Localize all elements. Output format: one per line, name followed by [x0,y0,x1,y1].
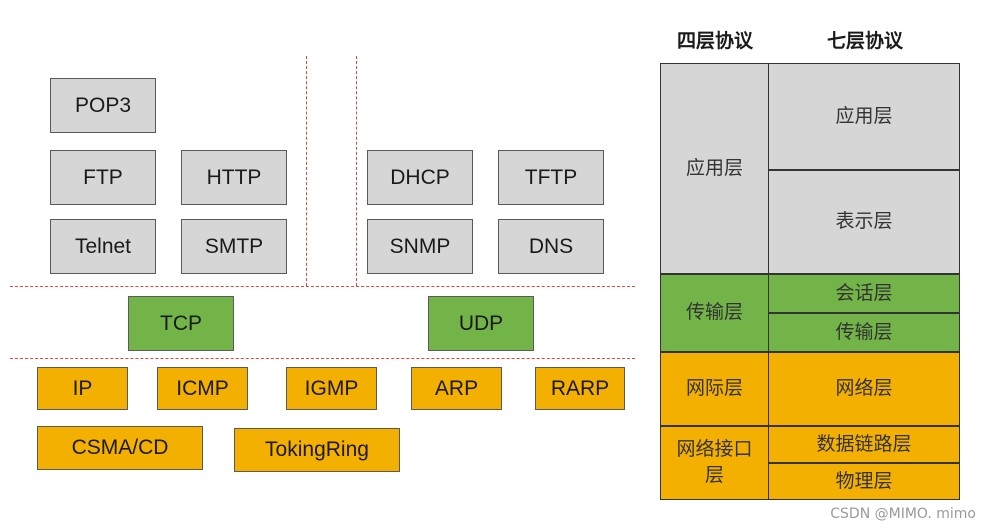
seven-layer-presentation: 表示层 [768,170,960,274]
divider-horizontal-bottom [10,358,635,359]
protocol-tokingring: TokingRing [234,428,400,472]
divider-vertical-right [356,56,357,286]
seven-layer-physical: 物理层 [768,463,960,500]
protocol-http: HTTP [181,150,287,205]
protocol-ftp: FTP [50,150,156,205]
header-four-layer: 四层协议 [676,30,753,52]
protocol-tftp: TFTP [498,150,604,205]
four-layer-network-interface: 网络接口层 [660,426,769,500]
four-layer-internet: 网际层 [660,352,769,426]
protocol-tcp: TCP [128,296,234,351]
protocol-arp: ARP [411,367,502,410]
protocol-rarp: RARP [535,367,625,410]
divider-vertical-left [306,56,307,286]
watermark: CSDN @MIMO. mimo [830,506,976,522]
seven-layer-network: 网络层 [768,352,960,426]
protocol-ip: IP [37,367,128,410]
protocol-smtp: SMTP [181,219,287,274]
protocol-icmp: ICMP [157,367,248,410]
divider-horizontal-top [10,286,635,287]
protocol-csma-cd: CSMA/CD [37,426,203,470]
protocol-dns: DNS [498,219,604,274]
protocol-snmp: SNMP [367,219,473,274]
four-layer-transport: 传输层 [660,274,769,352]
seven-layer-transport: 传输层 [768,313,960,352]
protocol-udp: UDP [428,296,534,351]
protocol-dhcp: DHCP [367,150,473,205]
protocol-telnet: Telnet [50,219,156,274]
four-layer-application: 应用层 [660,63,769,274]
protocol-pop3: POP3 [50,78,156,133]
four-layer-network-interface-label: 网络接口层 [676,438,753,486]
seven-layer-application: 应用层 [768,63,960,170]
seven-layer-data-link: 数据链路层 [768,426,960,463]
protocol-igmp: IGMP [286,367,377,410]
seven-layer-session: 会话层 [768,274,960,313]
header-seven-layer: 七层协议 [826,30,903,52]
